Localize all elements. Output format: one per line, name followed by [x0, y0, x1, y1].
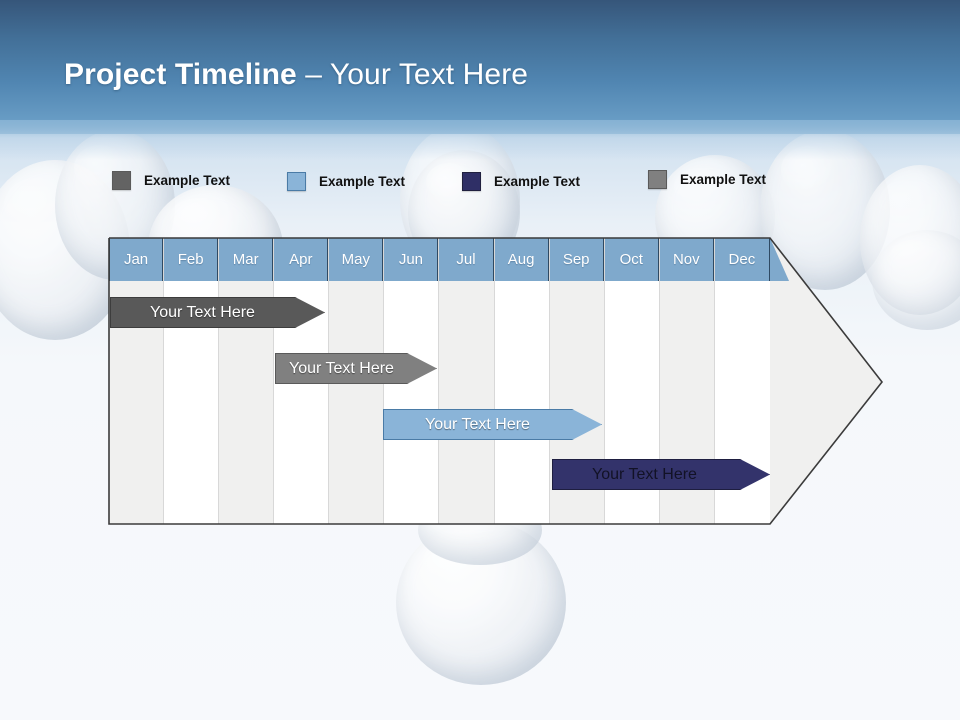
- legend-item-4[interactable]: Example Text: [648, 170, 766, 189]
- month-header-label: Sep: [549, 238, 604, 281]
- month-column-feb[interactable]: Feb: [164, 238, 220, 524]
- task-bar-2-shape: [275, 353, 437, 384]
- month-header-label: Mar: [219, 238, 274, 281]
- month-header-label: May: [329, 238, 384, 281]
- task-bar-4[interactable]: Your Text Here: [552, 459, 770, 490]
- month-column-aug[interactable]: Aug: [494, 238, 550, 524]
- page-title: Project Timeline – Your Text Here: [64, 58, 528, 92]
- month-column-mar[interactable]: Mar: [219, 238, 275, 524]
- legend-swatch-icon: [112, 171, 131, 190]
- legend-item-label: Example Text: [144, 173, 231, 188]
- task-bar-1-shape: [110, 297, 325, 328]
- month-header-label: Jun: [384, 238, 439, 281]
- task-bar-3-shape: [383, 409, 602, 440]
- legend-item-1[interactable]: Example Text: [112, 171, 230, 190]
- month-header-label: Dec: [714, 238, 770, 281]
- legend-swatch-icon: [648, 170, 667, 189]
- legend-swatch-icon: [287, 172, 306, 191]
- month-header-label: Jul: [439, 238, 494, 281]
- legend-item-3[interactable]: Example Text: [462, 172, 580, 191]
- task-bar-2[interactable]: Your Text Here: [275, 353, 437, 384]
- month-header-label: Aug: [494, 238, 549, 281]
- slide-header-band: [0, 0, 960, 160]
- month-header-label: Apr: [274, 238, 329, 281]
- month-column-jul[interactable]: Jul: [439, 238, 495, 524]
- page-title-strong: Project Timeline: [64, 58, 297, 91]
- legend-item-2[interactable]: Example Text: [287, 172, 405, 191]
- legend-item-label: Example Text: [319, 174, 406, 189]
- month-header-label: Jan: [109, 238, 164, 281]
- legend-item-label: Example Text: [494, 174, 581, 189]
- timeline-arrow-head: [770, 238, 882, 524]
- month-header-label: Feb: [164, 238, 219, 281]
- legend-item-label: Example Text: [680, 172, 767, 187]
- task-bar-1-label: Your Text Here: [150, 303, 255, 321]
- task-bar-3-label: Your Text Here: [425, 415, 530, 433]
- task-bar-4-shape: [552, 459, 770, 490]
- month-header-label: Oct: [604, 238, 659, 281]
- page-title-light: – Your Text Here: [296, 58, 529, 91]
- timeline-arrow-outline: [108, 237, 884, 525]
- month-header-label: Nov: [659, 238, 714, 281]
- task-bar-2-label: Your Text Here: [289, 359, 394, 377]
- legend-swatch-icon: [462, 172, 481, 191]
- task-bar-4-label: Your Text Here: [592, 465, 697, 483]
- task-bar-1[interactable]: Your Text Here: [110, 297, 325, 328]
- month-column-jan[interactable]: Jan: [109, 238, 165, 524]
- task-bar-3[interactable]: Your Text Here: [383, 409, 602, 440]
